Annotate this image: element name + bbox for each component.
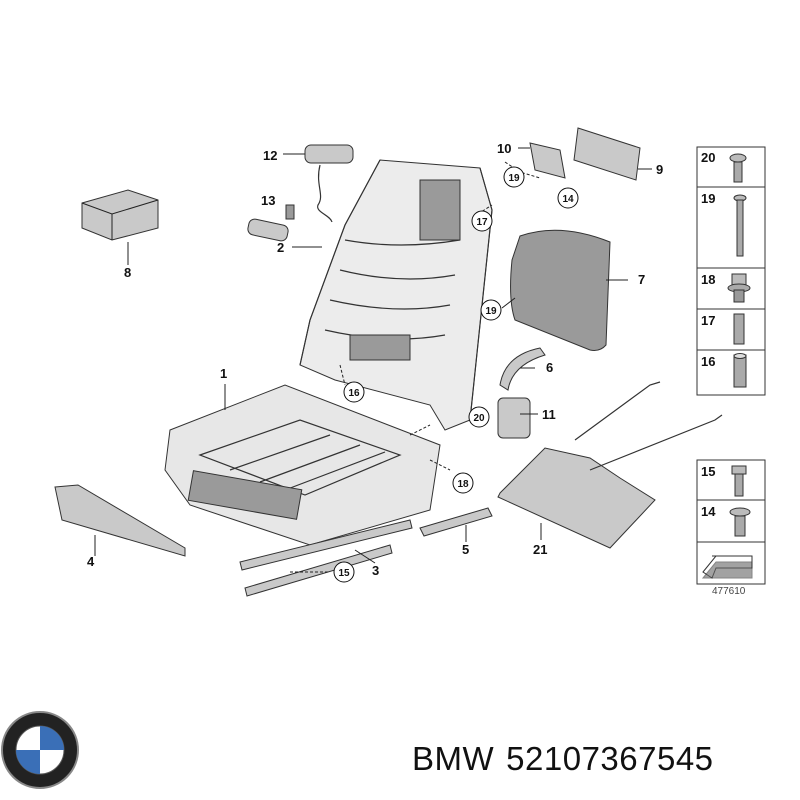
svg-text:20: 20 <box>473 413 485 424</box>
arrow-icon <box>701 555 753 579</box>
side-trim-part <box>54 484 186 557</box>
callout-6: 6 <box>546 360 553 375</box>
hardware-label-19: 19 <box>701 191 715 206</box>
callout-13: 13 <box>261 193 275 208</box>
bmw-logo-icon <box>1 711 79 789</box>
circled-callout-17: 17 <box>471 210 493 232</box>
hardware-label-20: 20 <box>701 150 715 165</box>
hardware-label-14: 14 <box>701 504 716 519</box>
callout-2: 2 <box>277 240 284 255</box>
short-bolt-icon <box>733 313 745 345</box>
callout-4: 4 <box>87 554 95 569</box>
circled-callout-14: 14 <box>557 187 579 209</box>
flange-bolt-icon <box>729 507 751 537</box>
flange-nut-icon <box>727 273 751 303</box>
callout-5: 5 <box>462 542 469 557</box>
callout-3: 3 <box>372 563 379 578</box>
screw-icon <box>729 153 747 183</box>
recliner-motor-part <box>497 397 538 439</box>
clip-part <box>499 347 546 391</box>
hardware-table-top: 20 19 18 17 16 <box>696 146 766 396</box>
diagram-reference-number: 477610 <box>712 586 746 597</box>
callout-8: 8 <box>124 265 131 280</box>
hardware-label-17: 17 <box>701 313 715 328</box>
bracket-part <box>518 142 566 179</box>
circled-callout-19a: 19 <box>503 166 525 188</box>
hardware-label-16: 16 <box>701 354 715 369</box>
hardware-label-15: 15 <box>701 464 715 479</box>
svg-text:19: 19 <box>485 306 497 317</box>
spacer-sleeve-icon <box>733 353 747 388</box>
callout-21: 21 <box>533 542 547 557</box>
circled-callout-19b: 19 <box>480 299 502 321</box>
circled-callout-18: 18 <box>452 472 474 494</box>
long-bolt-icon <box>733 194 747 257</box>
foam-block-part <box>81 189 159 265</box>
svg-text:19: 19 <box>508 173 520 184</box>
rail-cover-part <box>419 507 493 542</box>
callout-7: 7 <box>638 272 645 287</box>
callout-10: 10 <box>497 141 511 156</box>
callout-12: 12 <box>263 148 277 163</box>
panel-part <box>573 127 652 181</box>
bolt-icon <box>731 465 747 497</box>
callout-9: 9 <box>656 162 663 177</box>
svg-text:16: 16 <box>348 388 360 399</box>
circled-callout-15: 15 <box>333 561 355 583</box>
back-cover-part <box>510 229 628 351</box>
svg-text:17: 17 <box>476 217 488 228</box>
hardware-label-18: 18 <box>701 272 715 287</box>
circled-callout-16: 16 <box>343 381 365 403</box>
circled-callout-20: 20 <box>468 406 490 428</box>
seat-base-part <box>164 384 441 546</box>
actuator-part <box>247 204 295 242</box>
backrest-frame-part <box>292 159 493 431</box>
part-title: BMW 52107367545 <box>412 740 726 778</box>
hardware-table-bottom: 15 14 <box>696 459 766 585</box>
callout-11: 11 <box>542 407 556 422</box>
svg-text:15: 15 <box>338 568 350 579</box>
svg-text:18: 18 <box>457 479 469 490</box>
seat-rail-part <box>239 519 413 597</box>
motor-part <box>283 144 354 223</box>
callout-1: 1 <box>220 366 227 381</box>
part-number: 52107367545 <box>506 740 714 777</box>
svg-text:14: 14 <box>562 194 574 205</box>
brand-name: BMW <box>412 740 495 777</box>
sensor-mat-part <box>497 381 723 549</box>
